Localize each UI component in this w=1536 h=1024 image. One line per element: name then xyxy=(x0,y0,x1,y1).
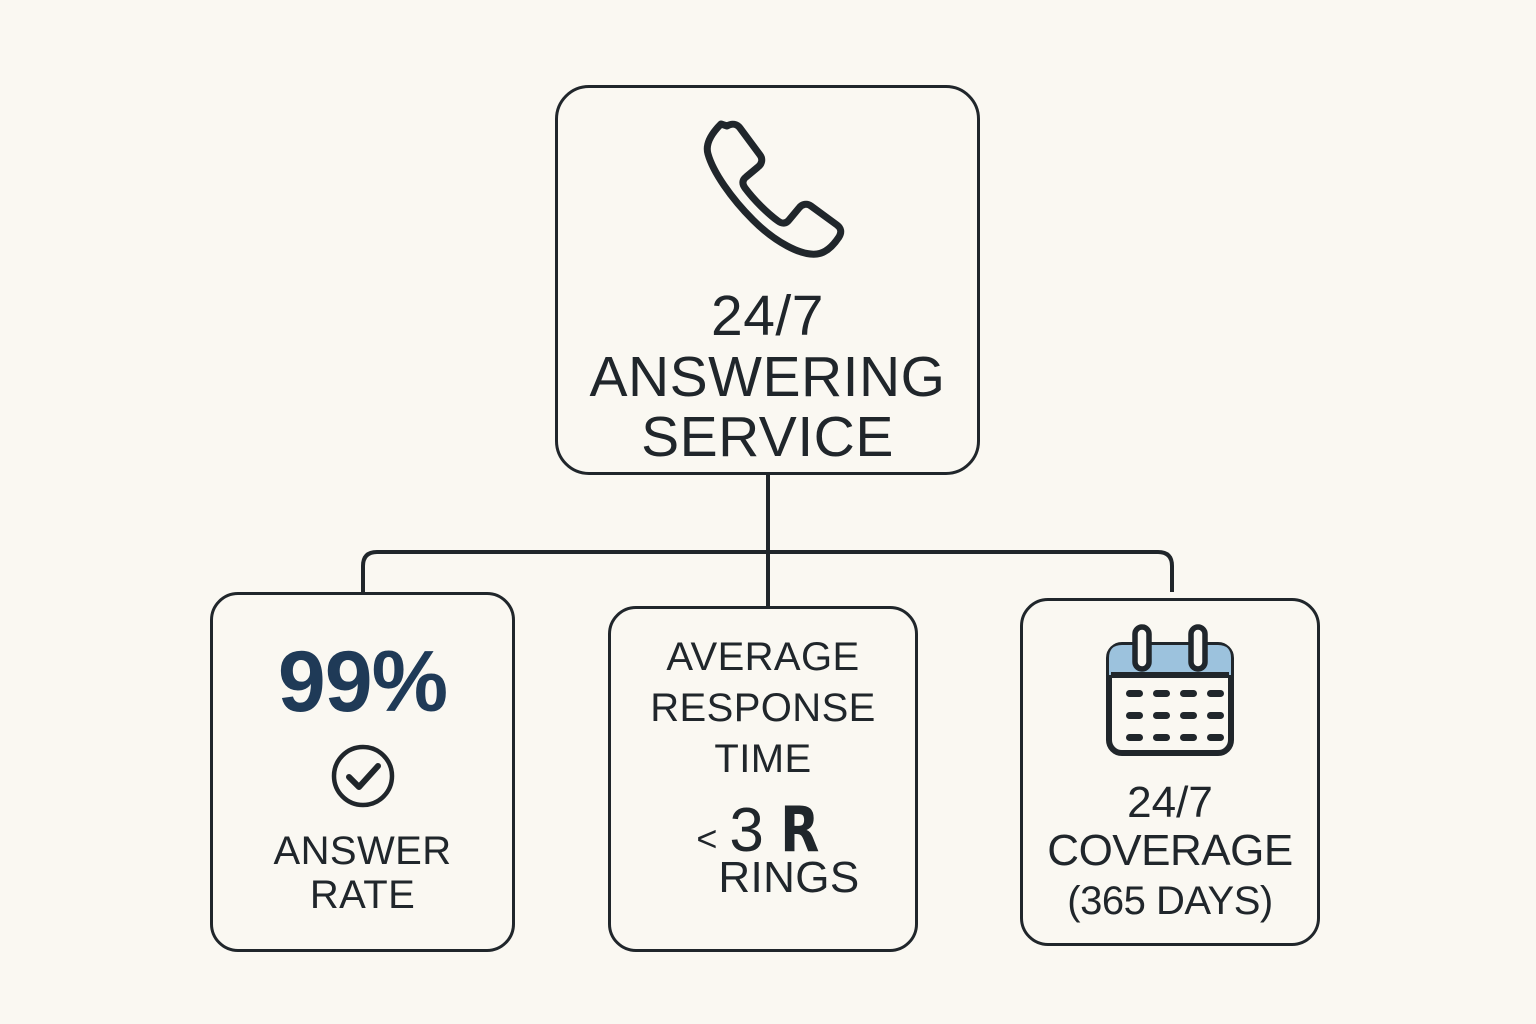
response-time-value-glyph: R xyxy=(780,793,820,867)
response-time-value: 3 xyxy=(729,796,764,866)
response-time-comparator: < xyxy=(696,818,718,860)
card-response-time[interactable]: AVERAGE RESPONSE TIME < 3 R RINGS xyxy=(608,606,918,952)
answer-rate-value: 99% xyxy=(277,634,448,730)
response-time-head-line1: AVERAGE xyxy=(666,635,860,679)
calendar-icon xyxy=(1095,623,1245,765)
answer-rate-label-line2: RATE xyxy=(309,873,416,917)
phone-handset-icon xyxy=(678,110,858,260)
root-title-line1: 24/7 xyxy=(711,284,824,349)
check-circle-icon xyxy=(328,741,398,811)
card-answering-service[interactable]: 24/7 ANSWERING SERVICE xyxy=(555,85,980,475)
answer-rate-label-line1: ANSWER xyxy=(273,829,452,873)
coverage-line2: COVERAGE xyxy=(1047,826,1293,876)
response-time-unit: RINGS xyxy=(718,853,860,903)
root-title-line3: SERVICE xyxy=(641,405,894,470)
card-coverage[interactable]: 24/7 COVERAGE (365 DAYS) xyxy=(1020,598,1320,946)
response-time-head-line2: RESPONSE xyxy=(650,685,876,730)
response-time-head-line3: TIME xyxy=(714,736,812,781)
root-title-line2: ANSWERING xyxy=(589,344,946,409)
card-answer-rate[interactable]: 99% ANSWER RATE xyxy=(210,592,515,952)
bus-bar xyxy=(361,550,1174,592)
coverage-line3: (365 DAYS) xyxy=(1067,878,1273,923)
coverage-line1: 24/7 xyxy=(1127,778,1213,827)
response-time-value-row: < 3 R xyxy=(696,799,823,862)
